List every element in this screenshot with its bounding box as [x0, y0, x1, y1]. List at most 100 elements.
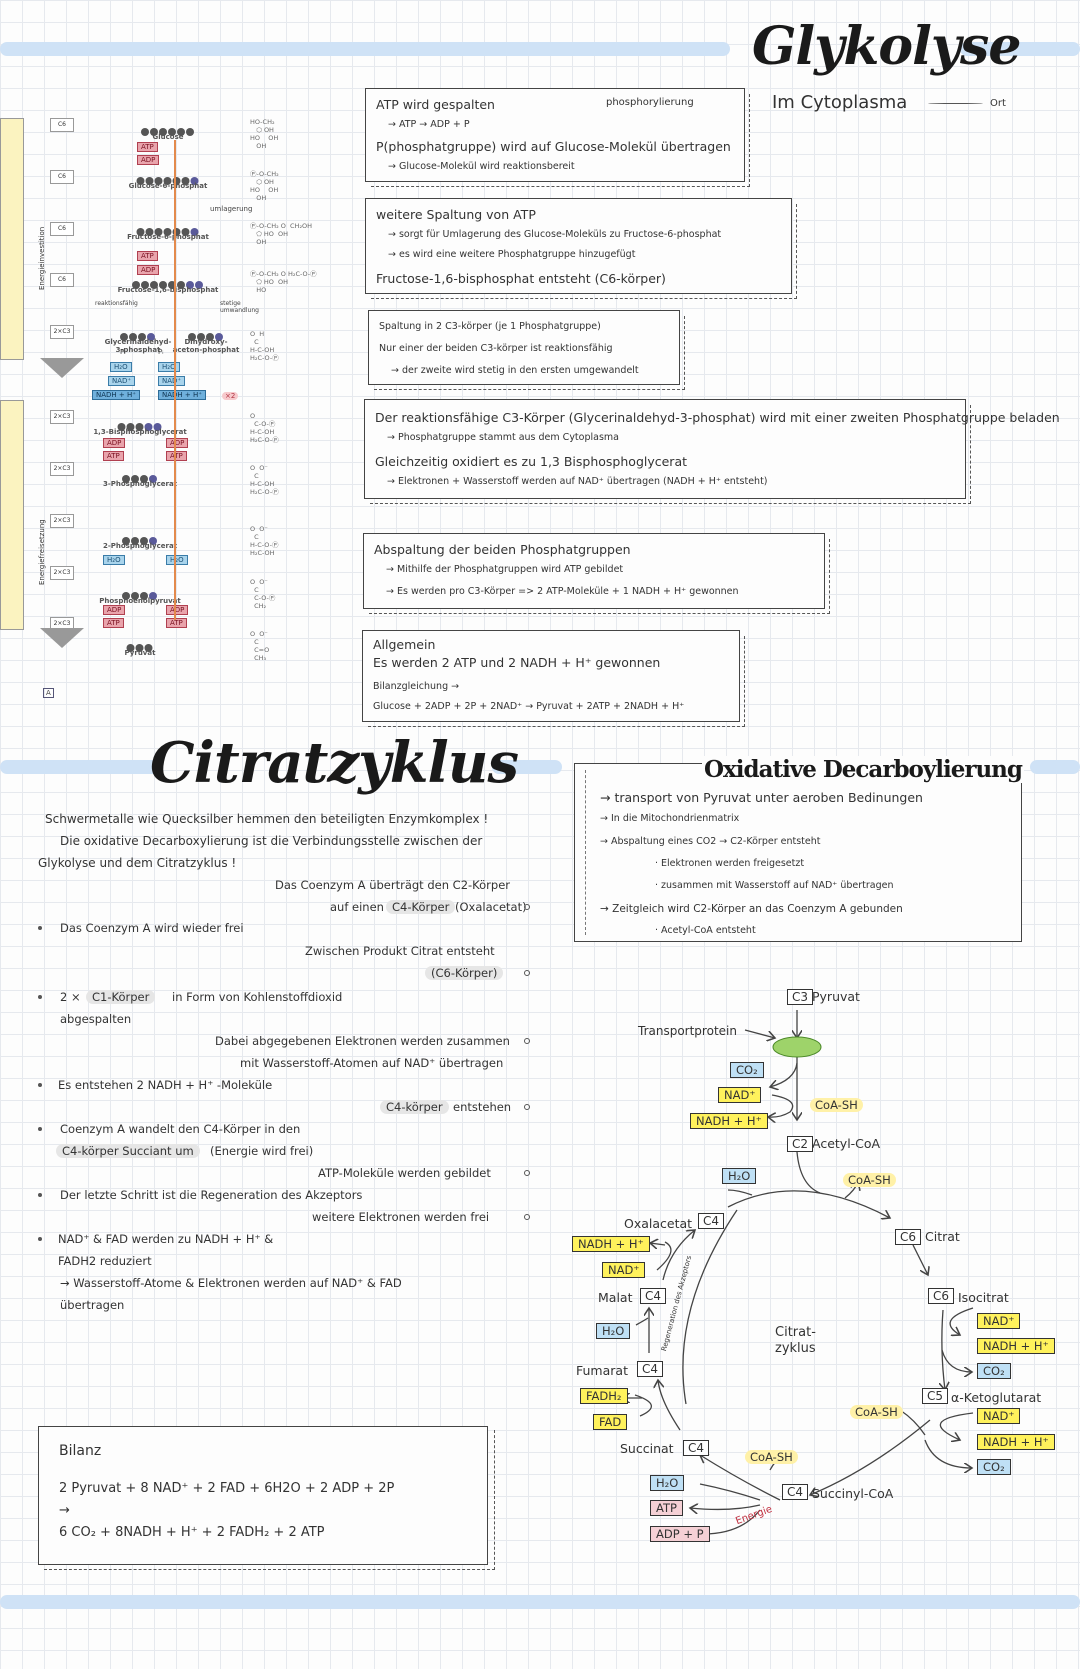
note-right: weitere Elektronen werden frei	[312, 1210, 490, 1224]
molecule-co2: CO₂	[977, 1459, 1011, 1475]
carbon-count-box: C4	[637, 1361, 664, 1377]
glykolyse-box-4: Der reaktionsfähige C3-Körper (Glycerina…	[364, 399, 1060, 499]
carbon-cell: 2×C3	[50, 462, 74, 476]
box-line: → Es werden pro C3-Körper => 2 ATP-Molek…	[386, 586, 739, 597]
oxdec-line: → In die Mitochondrienmatrix	[600, 813, 740, 824]
note-right: (Oxalacetat)	[455, 900, 527, 914]
glykolyse-box-5: Abspaltung der beiden Phosphatgruppen→ M…	[363, 533, 825, 609]
carbon-atom-icon	[122, 475, 130, 483]
oxdec-line: · Elektronen werden freigesetzt	[655, 858, 805, 869]
box-line: P(phosphatgruppe) wird auf Glucose-Molek…	[376, 139, 731, 154]
dashed-edge	[585, 770, 586, 935]
carbon-atom-icon	[140, 537, 148, 545]
molecule-balls	[122, 585, 158, 604]
bullet-icon	[524, 1104, 530, 1110]
carbon-atom-icon	[181, 177, 190, 185]
carbon-atom-icon	[149, 475, 157, 483]
note-right: entstehen	[453, 1100, 512, 1114]
chip-atp: ATP	[166, 618, 187, 628]
oxdec-line: → Abspaltung eines CO2 → C2-Körper entst…	[600, 836, 821, 847]
carbon-cell: C6	[50, 222, 74, 236]
cycle-node-label: Acetyl-CoA	[812, 1136, 881, 1151]
note-x2: ×2	[222, 392, 239, 400]
chip-h2o: H₂O	[103, 555, 125, 565]
carbon-atom-icon	[197, 333, 205, 341]
carbon-atom-icon	[126, 423, 135, 431]
carbon-atom-icon	[150, 281, 158, 289]
carbon-cell: C6	[50, 118, 74, 132]
molecule-nad: NAD⁺	[977, 1408, 1021, 1424]
structure-formula: Ⓟ-O-CH₂ O CH₂OH ⬠ HO OH OH	[250, 222, 313, 246]
box-shadow	[371, 204, 797, 299]
note-phosphorylierung: phosphorylierung	[606, 97, 694, 108]
carbon-atom-icon	[140, 592, 148, 600]
divider-band	[0, 42, 730, 56]
molecule-label: Dihydroxy-aceton-phosphat	[172, 338, 240, 354]
cycle-node-label: Succinat	[620, 1441, 674, 1456]
molecule-label: Glycerinaldehyd-3-phosphat	[104, 338, 172, 354]
chip-adp: ADP	[166, 605, 189, 615]
bullet-icon	[38, 1237, 42, 1241]
box-line: ATP wird gespalten	[376, 97, 495, 112]
chip-adp: ADP	[137, 265, 160, 275]
energy-column-release	[0, 400, 24, 630]
note-left: Coenzym A wandelt den C4-Körper in den	[60, 1122, 301, 1136]
molecule-balls	[141, 121, 195, 140]
carbon-count-box: C6	[928, 1288, 955, 1304]
oxdec-line: → Zeitgleich wird C2-Körper an das Coenz…	[600, 903, 903, 915]
carbon-cell: C6	[50, 273, 74, 287]
carbon-atom-icon	[190, 177, 199, 185]
bullet-icon	[524, 1214, 530, 1220]
molecule-balls	[136, 170, 200, 189]
box-line: → ATP → ADP + P	[388, 119, 470, 130]
molecule-coa: CoA-SH	[843, 1173, 896, 1187]
divider-band	[0, 760, 160, 774]
carbon-atom-icon	[215, 333, 223, 341]
molecule-nad: NAD⁺	[718, 1087, 762, 1103]
carbon-atom-icon	[172, 177, 181, 185]
citratzyklus-title: Citratzyklus	[150, 730, 519, 796]
carbon-cell: 2×C3	[50, 325, 74, 339]
carbon-atom-icon	[195, 281, 203, 289]
box-line: → der zweite wird stetig in den ersten u…	[391, 365, 639, 376]
box-line: → es wird eine weitere Phosphatgruppe hi…	[388, 249, 636, 260]
note-left: übertragen	[60, 1298, 125, 1312]
carbon-atom-icon	[188, 333, 196, 341]
molecule-coa: CoA-SH	[745, 1450, 798, 1464]
note-right: C4-Körper	[386, 900, 456, 914]
molecule-coa: CoA-SH	[850, 1405, 903, 1419]
glykolyse-box-2: weitere Spaltung von ATP→ sorgt für Umla…	[365, 198, 792, 294]
carbon-atom-icon	[168, 281, 176, 289]
chip-nadh: NADH + H⁺	[158, 390, 206, 400]
oxdec-line: · zusammen mit Wasserstoff auf NAD⁺ über…	[655, 880, 894, 891]
note-right: C4-körper	[380, 1100, 449, 1114]
note-right: ATP-Moleküle werden gebildet	[318, 1166, 491, 1180]
note-left: abgespalten	[60, 1012, 132, 1026]
cycle-node-label: Fumarat	[576, 1363, 628, 1378]
carbon-atom-icon	[181, 228, 190, 236]
cycle-node-label: Malat	[598, 1290, 633, 1305]
location-label: Ort	[990, 98, 1006, 109]
chip-h2o: H₂O	[166, 555, 188, 565]
box-line: Es werden 2 ATP und 2 NADH + H⁺ gewonnen	[373, 655, 661, 670]
cycle-node-label: α-Ketoglutarat	[951, 1390, 1042, 1405]
note-reaktionsfaehig: reaktionsfähig	[95, 300, 138, 307]
box-line: Glucose + 2ADP + 2P + 2NAD⁺ → Pyruvat + …	[373, 701, 685, 712]
bullet-icon	[524, 970, 530, 976]
molecule-balls	[122, 530, 158, 549]
chip-atp: ATP	[103, 618, 124, 628]
arrow-line	[928, 103, 983, 104]
structure-formula: O O⁻ C H-C-OH H₂C-O-Ⓟ	[250, 464, 279, 496]
divider-band	[492, 760, 562, 774]
molecule-nadh: NADH + H⁺	[977, 1338, 1055, 1354]
molecule-nadh: NADH + H⁺	[690, 1113, 768, 1129]
cycle-node-label: Pyruvat	[812, 989, 860, 1004]
box-line: weitere Spaltung von ATP	[376, 207, 536, 222]
carbon-atom-icon	[131, 537, 139, 545]
oxdec-line: → transport von Pyruvat unter aeroben Be…	[600, 790, 923, 805]
molecule-balls	[132, 274, 204, 293]
structure-formula: O O⁻ C H-C-O-Ⓟ H₂C-OH	[250, 525, 279, 557]
chip-atp: ATP	[103, 451, 124, 461]
molecule-label: Fructose-1,6-bisphosphat	[117, 286, 219, 294]
